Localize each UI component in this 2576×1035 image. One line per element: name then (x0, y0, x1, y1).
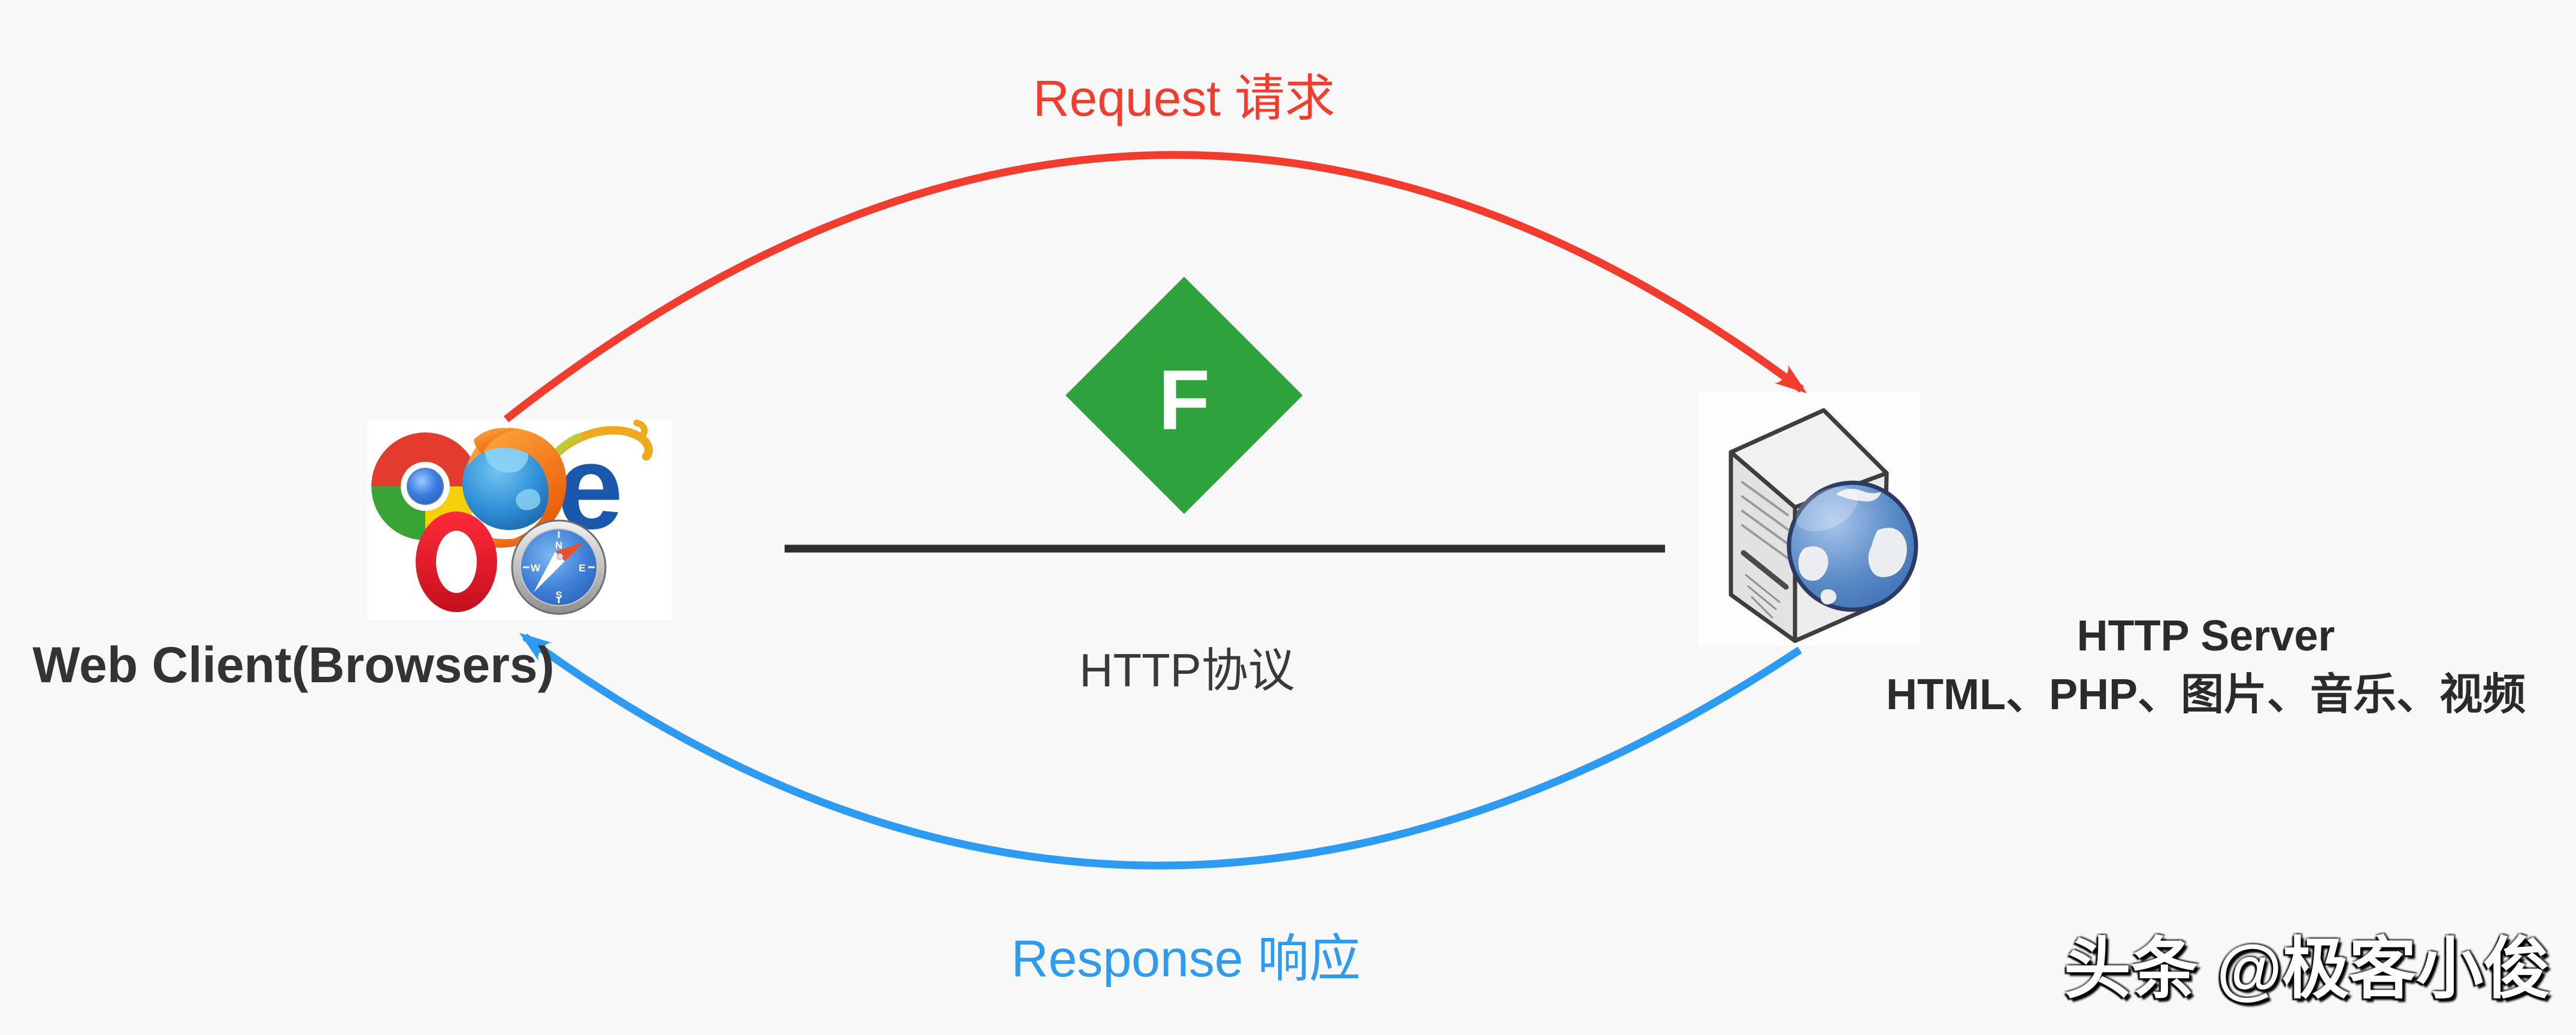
server-drive-slot (1740, 550, 1789, 590)
response-label: Response 响应 (1011, 930, 1361, 988)
request-label: Request 请求 (1033, 70, 1336, 126)
http-server-label: HTTP Server HTML、PHP、图片、音乐、视频 (1886, 615, 2526, 716)
web-browsers-icon: e N E S W (367, 419, 672, 620)
firefox-icon (462, 428, 567, 548)
svg-text:N: N (555, 540, 562, 551)
http-server-title: HTTP Server (2076, 612, 2335, 660)
watermark: 头条 @极客小俊 (2063, 931, 2551, 1006)
svg-text:E: E (579, 562, 585, 574)
http-server-icon (1698, 392, 1921, 646)
safari-icon: N E S W (511, 519, 607, 615)
svg-text:W: W (531, 562, 541, 574)
request-arrow (503, 151, 1807, 423)
http-protocol-label: HTTP协议 (1079, 644, 1295, 697)
opera-icon (416, 512, 497, 612)
server-lower-vents (1745, 574, 1781, 619)
web-client-label: Web Client(Browsers) (32, 637, 555, 693)
f-diamond-letter: F (1158, 353, 1210, 448)
response-arrow (519, 632, 1802, 870)
f-diamond-icon: F (1065, 277, 1303, 514)
svg-text:S: S (555, 589, 562, 601)
http-server-subtitle: HTML、PHP、图片、音乐、视频 (1886, 671, 2526, 719)
server-vents (1741, 481, 1789, 559)
globe-icon (1787, 480, 1918, 612)
